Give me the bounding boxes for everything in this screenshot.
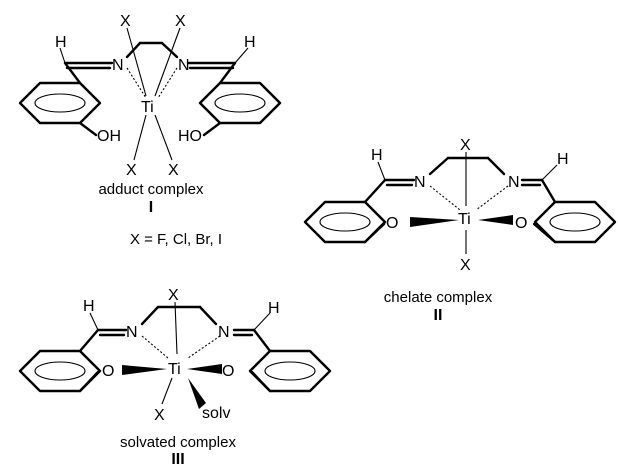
halide-ligand: X — [460, 257, 471, 274]
hydroxyl-group: HO — [178, 128, 202, 145]
hydrogen-atom: H — [55, 34, 67, 51]
oxygen-atom: O — [102, 363, 114, 380]
solvated-complex-III: H N N H X Ti O O X solv solvated complex… — [18, 287, 332, 467]
complex-number: II — [434, 307, 443, 324]
halide-ligand: X — [154, 407, 165, 424]
hydrogen-atom: H — [371, 147, 383, 164]
hydrogen-atom: H — [244, 34, 256, 51]
complex-number: III — [171, 451, 184, 467]
halide-ligand: X — [460, 137, 471, 154]
nitrogen-atom: N — [112, 57, 124, 74]
titanium-atom: Ti — [458, 211, 471, 228]
oxygen-atom: O — [515, 215, 527, 232]
nitrogen-atom: N — [508, 174, 520, 191]
adduct-complex-I: H N N H X X Ti OH HO X X adduct complex … — [18, 13, 282, 216]
halide-legend: X = F, Cl, Br, I — [130, 231, 222, 248]
chelate-complex-II: H N N H X Ti O O X chelate complex II — [303, 137, 617, 324]
complex-caption: adduct complex — [98, 181, 204, 198]
titanium-atom: Ti — [141, 99, 154, 116]
oxygen-atom: O — [386, 215, 398, 232]
nitrogen-atom: N — [218, 324, 230, 341]
left-benzene-ring-I — [18, 81, 102, 125]
hydrogen-atom: H — [557, 151, 569, 168]
hydroxyl-group: OH — [97, 128, 121, 145]
nitrogen-atom: N — [178, 57, 190, 74]
complex-number: I — [149, 199, 153, 216]
hydrogen-atom: H — [83, 298, 95, 315]
solvent-ligand: solv — [202, 405, 230, 422]
right-benzene-ring-III — [248, 349, 332, 393]
halide-ligand: X — [126, 162, 137, 179]
complex-caption: solvated complex — [120, 434, 236, 451]
nitrogen-atom: N — [414, 174, 426, 191]
oxygen-atom: O — [222, 363, 234, 380]
halide-ligand: X — [175, 13, 186, 30]
hydrogen-atom: H — [268, 300, 280, 317]
halide-ligand: X — [168, 162, 179, 179]
complex-caption: chelate complex — [384, 289, 493, 306]
right-benzene-ring-I — [198, 81, 282, 125]
halide-ligand: X — [120, 13, 131, 30]
left-benzene-ring-III — [18, 349, 102, 393]
nitrogen-atom: N — [126, 324, 138, 341]
halide-ligand: X — [168, 287, 179, 304]
titanium-atom: Ti — [168, 361, 181, 378]
